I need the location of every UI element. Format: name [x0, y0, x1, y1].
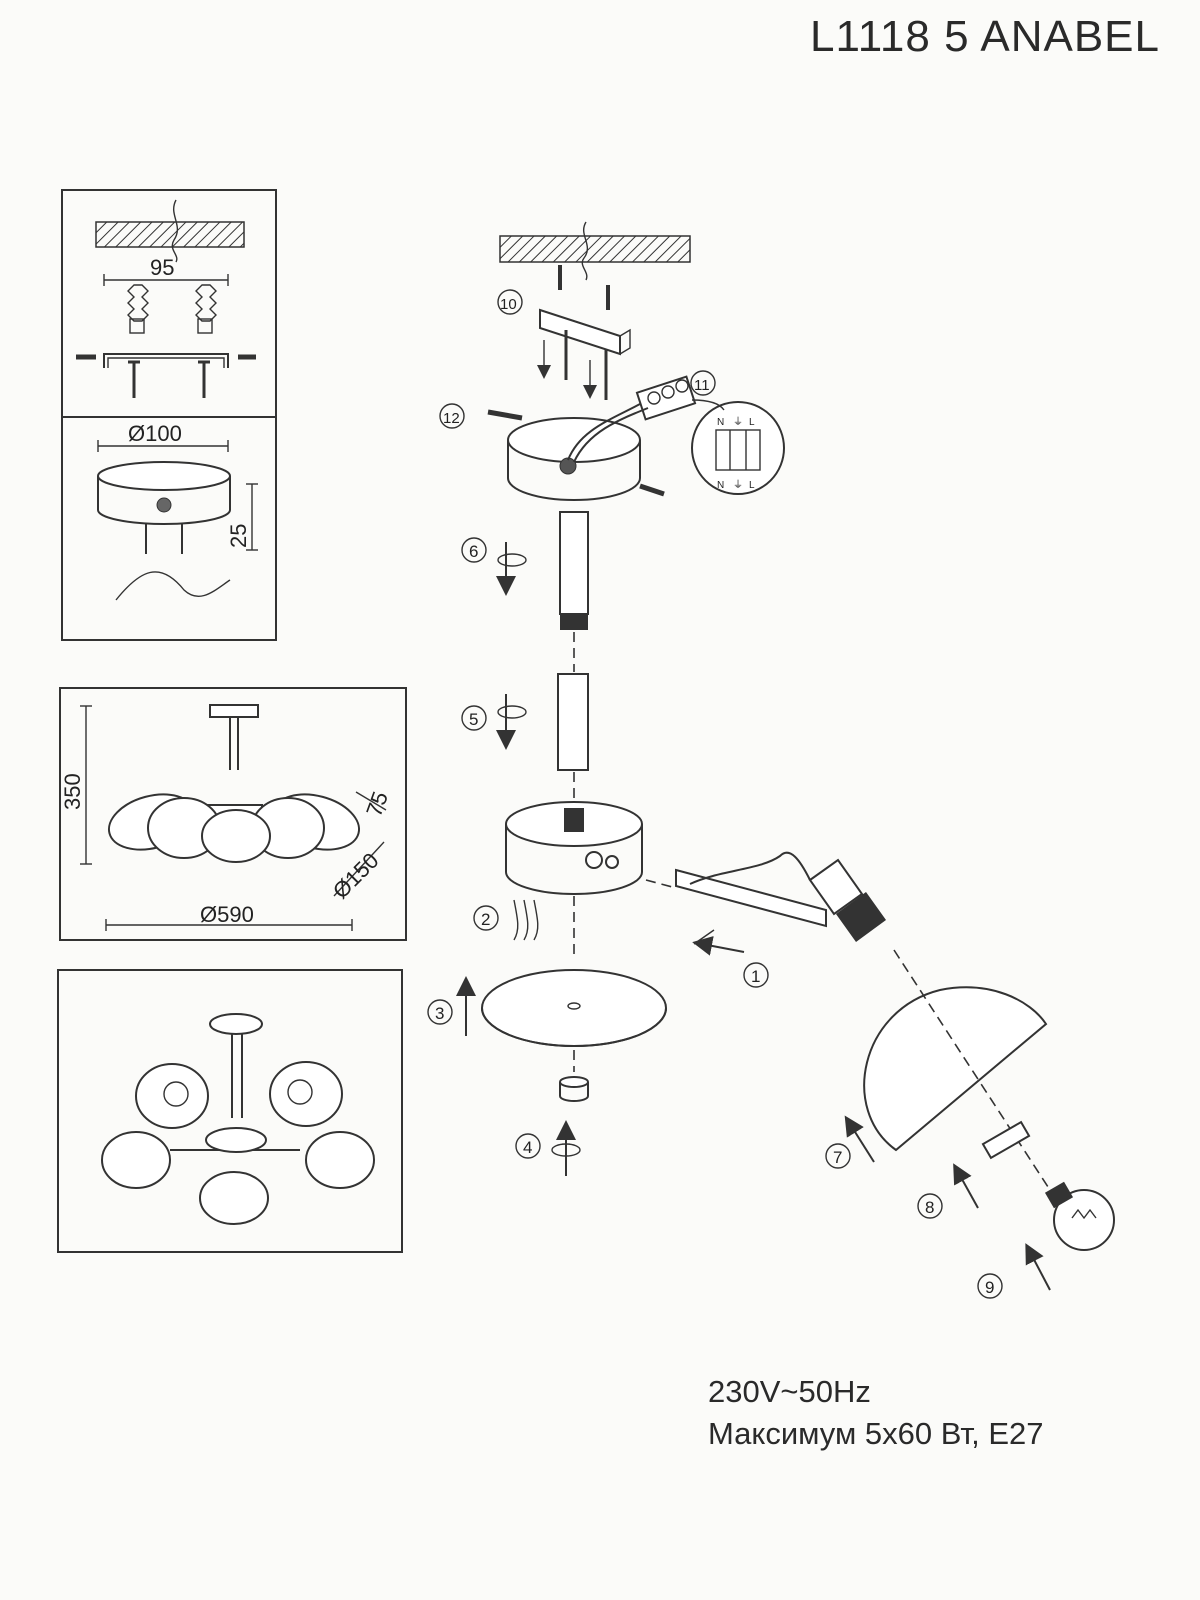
- shade-depth-label: 75: [361, 788, 393, 820]
- voltage-spec: 230V~50Hz: [708, 1374, 871, 1409]
- step-badge-8: 8: [917, 1193, 943, 1219]
- canopy-diameter-label: Ø100: [128, 421, 182, 446]
- max-power-spec: Максимум 5x60 Вт, E27: [708, 1416, 1044, 1451]
- step-badge-11: 11: [690, 370, 716, 396]
- cover-plate: [481, 969, 667, 1047]
- mounting-bracket: [539, 308, 621, 356]
- bulb-icon: [1044, 1181, 1115, 1251]
- pipe-middle: [557, 673, 589, 771]
- step-badge-4: 4: [515, 1133, 541, 1159]
- terminal-label-earth: ⏚: [733, 416, 743, 428]
- shade-ring: [981, 1120, 1031, 1160]
- canopy-icon: [507, 403, 649, 501]
- svg-text:9: 9: [985, 1278, 994, 1297]
- step-badge-2: 2: [473, 905, 499, 931]
- svg-text:2: 2: [481, 910, 490, 929]
- terminal-label-n: N: [717, 417, 724, 428]
- svg-text:8: 8: [925, 1198, 934, 1217]
- svg-text:12: 12: [443, 410, 460, 427]
- ceiling-hatch: [499, 235, 691, 263]
- height-label: 350: [60, 773, 85, 810]
- step-badge-7: 7: [825, 1143, 851, 1169]
- dimensions-panel: 350 75 Ø150 Ø590: [59, 687, 407, 941]
- svg-text:3: 3: [435, 1004, 444, 1023]
- hub-body: [505, 801, 643, 895]
- hole-spacing-label: 95: [150, 255, 174, 280]
- mounting-bracket: [103, 353, 229, 368]
- svg-text:4: 4: [523, 1138, 532, 1157]
- wall-plug-icon: [558, 265, 610, 310]
- nut-icon: [559, 1076, 589, 1102]
- canopy-height-label: 25: [226, 524, 251, 548]
- terminal-label-n: N: [717, 480, 724, 491]
- terminal-label-earth: ⏚: [733, 479, 743, 491]
- svg-text:5: 5: [469, 710, 478, 729]
- svg-text:11: 11: [694, 377, 710, 394]
- screw-icon: [198, 360, 210, 398]
- lamp-arm: [675, 851, 886, 942]
- exploded-view: N ⏚ L N ⏚ L: [456, 221, 1115, 1291]
- svg-text:6: 6: [469, 542, 478, 561]
- step-badge-5: 5: [461, 705, 487, 731]
- pipe-upper: [559, 511, 589, 615]
- fixture-3d-panel: [57, 969, 403, 1253]
- step-badge-3: 3: [427, 999, 453, 1025]
- shade-diameter-label: Ø150: [328, 848, 384, 904]
- model-title: L1118 5 ANABEL: [810, 12, 1160, 61]
- terminal-detail: N ⏚ L N ⏚ L: [691, 401, 785, 495]
- wall-plug-icon: [127, 284, 149, 334]
- svg-text:10: 10: [500, 296, 517, 313]
- screw-icon: [128, 360, 140, 398]
- svg-text:7: 7: [833, 1148, 842, 1167]
- wall-plug-icon: [195, 284, 217, 334]
- overall-diameter-label: Ø590: [200, 902, 254, 927]
- terminal-label-l: L: [749, 480, 755, 491]
- fixture-side-view: [107, 704, 361, 863]
- mounting-panel: 95 Ø100: [61, 189, 277, 641]
- terminal-label-l: L: [749, 417, 755, 428]
- svg-text:1: 1: [751, 967, 760, 986]
- step-badge-6: 6: [461, 537, 487, 563]
- canopy-icon: [97, 461, 231, 601]
- step-badge-9: 9: [977, 1273, 1003, 1299]
- step-badge-12: 12: [439, 403, 465, 429]
- shade-icon: [863, 986, 1048, 1152]
- ceiling-hatch: [95, 221, 245, 248]
- step-badge-1: 1: [743, 962, 769, 988]
- step-badge-10: 10: [497, 289, 523, 315]
